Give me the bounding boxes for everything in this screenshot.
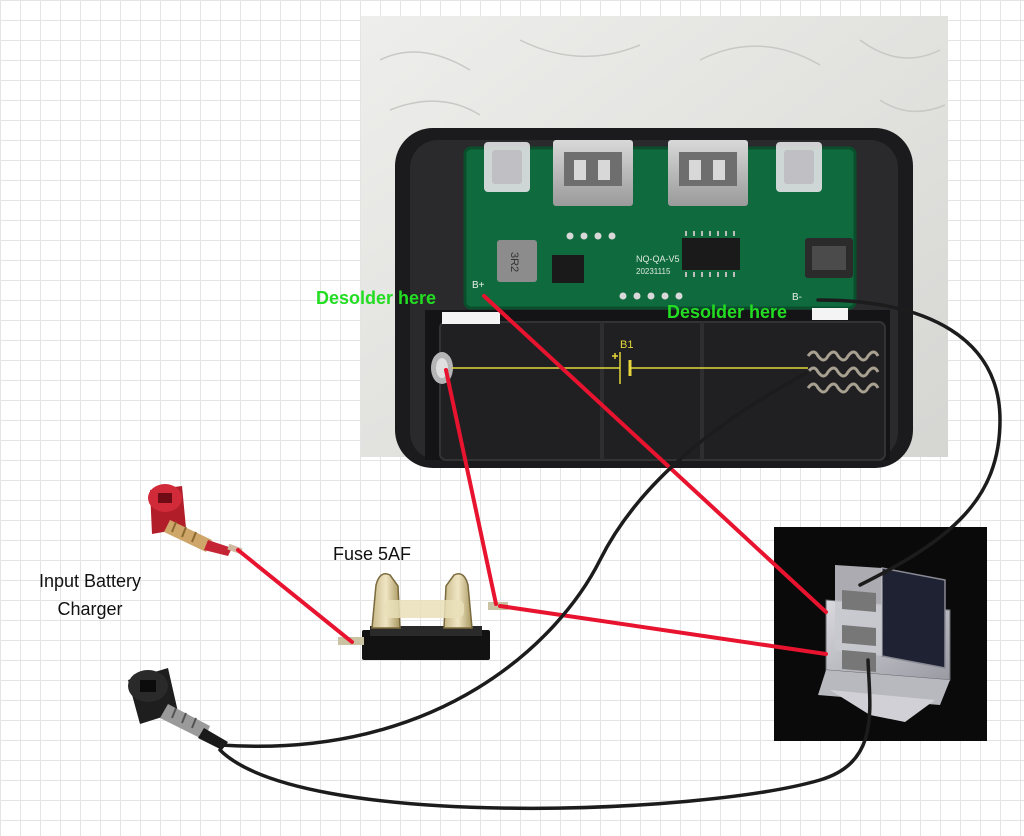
black-banana-jack-icon xyxy=(128,668,228,750)
fuse-holder-icon xyxy=(338,573,508,660)
label-sticker-right xyxy=(812,308,848,320)
ic-chip-small xyxy=(552,255,584,283)
inductor-component xyxy=(497,240,537,282)
desolder-label-right: Desolder here xyxy=(667,302,787,322)
red-wire-pcb-b-plus-to-switch xyxy=(482,294,828,614)
holder-divider-2 xyxy=(700,322,704,460)
red-wire-fuse-to-switch xyxy=(498,604,828,656)
pcb-date: 20231115 xyxy=(636,267,671,276)
battery-symbol-icon xyxy=(452,352,808,384)
red-wire-fuse-to-battery-plus xyxy=(444,368,498,606)
pcb-board-shade xyxy=(463,146,857,310)
battery-spring-icon xyxy=(806,350,880,394)
black-wires xyxy=(218,298,1002,811)
input-label-line2: Charger xyxy=(57,599,122,619)
black-wire-pcb-b-minus-to-switch xyxy=(816,298,1002,587)
fuse-label: Fuse 5AF xyxy=(333,544,411,564)
ic-chip-main xyxy=(682,238,740,270)
holder-divider xyxy=(600,322,604,460)
leather-texture xyxy=(379,39,946,116)
desolder-label-left: Desolder here xyxy=(316,288,436,308)
toggle-switch-photo xyxy=(774,527,987,741)
red-wire-jack-to-fuse xyxy=(236,548,354,644)
red-banana-jack-icon xyxy=(148,484,243,556)
pcb-b-minus-label: B- xyxy=(792,292,802,303)
toggle-switch-icon xyxy=(818,565,951,722)
pcb-pads xyxy=(566,232,683,300)
label-sticker-left xyxy=(442,312,500,324)
pcb-b-plus-label: B+ xyxy=(472,280,485,291)
ic-pins xyxy=(685,231,735,277)
led-right-icon xyxy=(776,142,822,192)
black-wire-spring-to-jack xyxy=(218,370,810,748)
usb-port-right-icon xyxy=(668,140,748,206)
black-wire-jack-to-switch xyxy=(218,658,872,811)
micro-usb-inner xyxy=(812,246,846,270)
battery-symbol-label: B1 xyxy=(620,339,633,351)
usb-port-left-icon xyxy=(553,140,633,206)
power-bank-photo: 3R2 NQ-QA-V5 20231115 B+ B- xyxy=(361,16,948,468)
pcb-model: NQ-QA-V5 xyxy=(636,254,680,264)
red-wires xyxy=(236,294,828,656)
battery-holder xyxy=(439,321,886,461)
pcb-chip-mark: 3R2 xyxy=(508,252,520,272)
led-left-icon xyxy=(484,142,530,192)
input-label-line1: Input Battery xyxy=(39,571,141,591)
